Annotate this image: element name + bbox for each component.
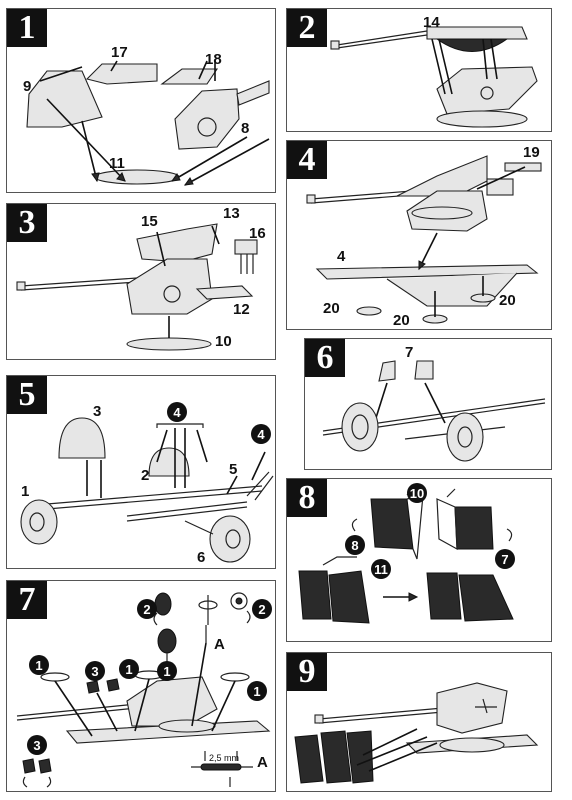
step-3-panel: 3 15 13 16 12 10: [6, 203, 276, 360]
part-label: 12: [233, 301, 250, 318]
step-6-illustration: [322, 360, 546, 462]
part-label: 19: [523, 144, 540, 161]
step-marker: 3: [27, 735, 47, 755]
step-4-illustration: [306, 155, 542, 324]
part-label: 8: [241, 120, 250, 137]
part-label: 4: [337, 248, 346, 265]
step-number: 8: [287, 479, 327, 517]
part-label: 20: [393, 312, 410, 329]
dimension-ref-label: A: [257, 754, 268, 771]
step-2-illustration: [330, 26, 538, 128]
step-4-panel: 4 19 4 20 20 20: [286, 140, 552, 330]
step-number: 9: [287, 653, 327, 691]
step-number: 6: [305, 339, 345, 377]
part-label: 7: [405, 344, 414, 361]
step-marker: 8: [345, 535, 365, 555]
step-marker: 1: [29, 655, 49, 675]
step-8-illustration: [298, 486, 514, 624]
part-label: 14: [423, 14, 440, 31]
part-label: 1: [21, 483, 30, 500]
step-number: 3: [7, 204, 47, 242]
step-marker: 10: [407, 483, 427, 503]
step-3-illustration: [16, 223, 258, 351]
step-number: 4: [287, 141, 327, 179]
step-number: 5: [7, 376, 47, 414]
step-1-panel: 1 17 18 9 8 11: [6, 8, 276, 193]
step-number: 7: [7, 581, 47, 619]
step-marker: 2: [252, 599, 272, 619]
step-6-panel: 6 7: [304, 338, 552, 470]
step-5-illustration: [20, 417, 274, 563]
step-8-panel: 8 10 8 11 7: [286, 478, 552, 642]
step-marker: 4: [251, 424, 271, 444]
step-number: 2: [287, 9, 327, 47]
step-marker: 3: [85, 661, 105, 681]
part-label: 9: [23, 78, 32, 95]
part-label: 17: [111, 44, 128, 61]
step-marker: 1: [157, 661, 177, 681]
part-label: 18: [205, 51, 222, 68]
part-label: 15: [141, 213, 158, 230]
step-9-illustration: [294, 682, 539, 784]
step-marker: 7: [495, 549, 515, 569]
part-label: 5: [229, 461, 238, 478]
part-label: 6: [197, 549, 206, 566]
step-number: 1: [7, 9, 47, 47]
step-7-panel: 7 2 2 A 1 3 1 1 1 3 2,5 mm A: [6, 580, 276, 792]
part-label: 11: [109, 155, 125, 172]
part-label: 2: [141, 467, 150, 484]
part-label: 13: [223, 205, 240, 222]
step-marker: 1: [119, 659, 139, 679]
step-marker: 11: [371, 559, 391, 579]
step-2-panel: 2 14: [286, 8, 552, 132]
step-marker: 4: [167, 402, 187, 422]
part-label: A: [214, 636, 225, 653]
step-7-illustration: [16, 592, 271, 788]
part-label: 16: [249, 225, 266, 242]
part-label: 20: [499, 292, 516, 309]
part-label: 3: [93, 403, 102, 420]
step-marker: 1: [247, 681, 267, 701]
step-5-panel: 5 3 4 2 4 5 1 6: [6, 375, 276, 569]
step-1-illustration: [26, 60, 270, 186]
part-label: 20: [323, 300, 340, 317]
step-9-panel: 9: [286, 652, 552, 792]
part-label: 10: [215, 333, 232, 350]
step-marker: 2: [137, 599, 157, 619]
dimension-label: 2,5 mm: [209, 753, 240, 763]
